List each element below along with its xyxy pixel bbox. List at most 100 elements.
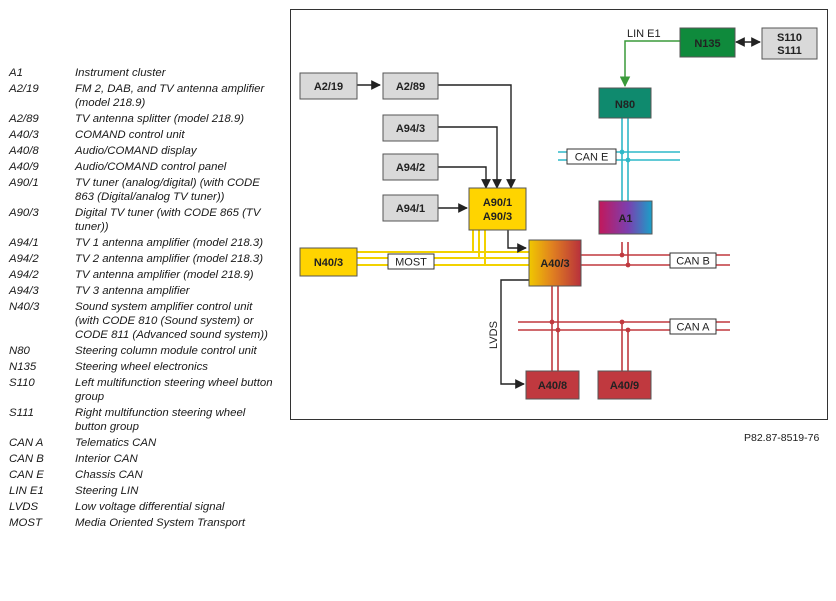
box-a90-1-label: A90/1 — [483, 197, 512, 209]
label-can-b-text: CAN B — [676, 256, 710, 268]
legend-desc: Digital TV tuner (with CODE 865 (TV tune… — [75, 207, 261, 233]
legend-row: MOST Media Oriented System Transport — [9, 516, 277, 530]
box-a40-3-label: A40/3 — [540, 258, 569, 270]
legend-code: A90/1 — [9, 177, 39, 189]
legend-code: A94/1 — [9, 237, 39, 249]
can-e-node — [619, 149, 625, 155]
label-can-a: CAN A — [669, 318, 717, 335]
box-a94-1: A94/1 — [382, 194, 439, 222]
diagram-frame — [290, 9, 828, 420]
figure-reference: P82.87-8519-76 — [744, 432, 820, 444]
legend-desc: TV tuner (analog/digital) (with CODE 863… — [75, 177, 260, 203]
box-a40-3: A40/3 — [528, 239, 582, 287]
label-can-e-text: CAN E — [575, 152, 609, 164]
legend-desc: Steering column module control unit — [75, 345, 257, 357]
box-n40-3: N40/3 — [299, 247, 358, 277]
box-s110-s111: S110 S111 — [761, 27, 818, 60]
box-a40-8-label: A40/8 — [538, 380, 567, 392]
legend-desc: Chassis CAN — [75, 469, 143, 481]
legend-row: A90/1 TV tuner (analog/digital) (with COD… — [9, 176, 277, 204]
legend-desc: TV antenna splitter (model 218.9) — [75, 113, 245, 125]
label-most-text: MOST — [395, 257, 427, 269]
legend-row: A40/3 COMAND control unit — [9, 128, 277, 142]
legend-code: N135 — [9, 361, 37, 373]
legend-code: N40/3 — [9, 301, 40, 313]
legend-desc: TV 2 antenna amplifier (model 218.3) — [75, 253, 264, 265]
legend-row: CAN E Chassis CAN — [9, 468, 277, 482]
box-a90-3-label: A90/3 — [483, 211, 512, 223]
legend-desc: TV 1 antenna amplifier (model 218.3) — [75, 237, 264, 249]
legend-code: A40/9 — [9, 161, 39, 173]
legend-code: A94/2 — [9, 253, 39, 265]
legend-code: MOST — [9, 517, 42, 529]
label-can-b: CAN B — [669, 252, 717, 269]
legend-desc: Instrument cluster — [75, 67, 166, 79]
legend-code: A90/3 — [9, 207, 39, 219]
legend-desc: Steering LIN — [75, 485, 139, 497]
box-n80-label: N80 — [615, 99, 635, 111]
legend-row: A94/1 TV 1 antenna amplifier (model 218.3… — [9, 236, 277, 250]
box-n80: N80 — [598, 87, 652, 119]
legend-code: CAN E — [9, 469, 44, 481]
legend-code: A2/19 — [9, 83, 39, 95]
legend-code: A40/8 — [9, 145, 39, 157]
box-a94-3-label: A94/3 — [396, 123, 425, 135]
legend-row: A40/9 Audio/COMAND control panel — [9, 160, 277, 174]
legend-code: A2/89 — [9, 113, 39, 125]
box-n135: N135 — [679, 27, 736, 58]
can-e-node — [625, 157, 631, 163]
box-a1: A1 — [598, 200, 653, 235]
box-s111-label: S111 — [777, 45, 801, 57]
box-a2-89: A2/89 — [382, 72, 439, 100]
legend-code: S111 — [9, 407, 34, 419]
legend-row: A2/89 TV antenna splitter (model 218.9) — [9, 112, 277, 126]
legend-row: S111 Right multifunction steering wheel b… — [9, 406, 277, 434]
legend-row: A94/2 TV 2 antenna amplifier (model 218.3… — [9, 252, 277, 266]
box-a2-19: A2/19 — [299, 72, 358, 100]
legend-code: CAN A — [9, 437, 44, 449]
can-a-node — [619, 319, 625, 325]
legend-code: A40/3 — [9, 129, 39, 141]
legend-desc: COMAND control unit — [75, 129, 185, 141]
legend-code: CAN B — [9, 453, 44, 465]
network-diagram: A2/19 A2/89 A94/3 A94/2 A94/1 A90/1 A90/… — [290, 9, 828, 420]
label-most: MOST — [387, 253, 435, 270]
legend-code: A1 — [9, 67, 23, 79]
can-b-node — [625, 262, 631, 268]
label-can-a-text: CAN A — [676, 322, 710, 334]
legend-desc: Right multifunction steering wheel butto… — [75, 407, 246, 433]
box-a94-3: A94/3 — [382, 114, 439, 142]
legend-code: LIN E1 — [9, 485, 44, 497]
legend-desc: TV antenna amplifier (model 218.9) — [75, 269, 254, 281]
legend-desc: Audio/COMAND control panel — [75, 161, 227, 173]
legend-desc: Steering wheel electronics — [75, 361, 208, 373]
box-a94-1-label: A94/1 — [396, 203, 425, 215]
legend-code: LVDS — [9, 501, 39, 513]
legend-row: N135 Steering wheel electronics — [9, 360, 277, 374]
box-a94-2-label: A94/2 — [396, 162, 425, 174]
box-a40-9: A40/9 — [597, 370, 652, 400]
label-lin-e1: LIN E1 — [627, 28, 661, 40]
box-a40-8: A40/8 — [525, 370, 580, 400]
legend-desc: Left multifunction steering wheel button… — [75, 377, 273, 403]
box-a90-1-a90-3: A90/1 A90/3 — [468, 187, 527, 231]
can-b-node — [619, 252, 625, 258]
legend-code: N80 — [9, 345, 30, 357]
most-bus — [357, 230, 530, 266]
legend-code: S110 — [9, 377, 35, 389]
box-a1-label: A1 — [618, 213, 632, 225]
box-n135-label: N135 — [694, 38, 720, 50]
antenna-connections — [357, 80, 529, 389]
box-a2-19-label: A2/19 — [314, 81, 343, 93]
legend-desc: Media Oriented System Transport — [75, 517, 246, 529]
legend-code: A94/2 — [9, 269, 39, 281]
legend-row: A94/2 TV antenna amplifier (model 218.9) — [9, 268, 277, 282]
box-s110-label: S110 — [777, 32, 802, 44]
